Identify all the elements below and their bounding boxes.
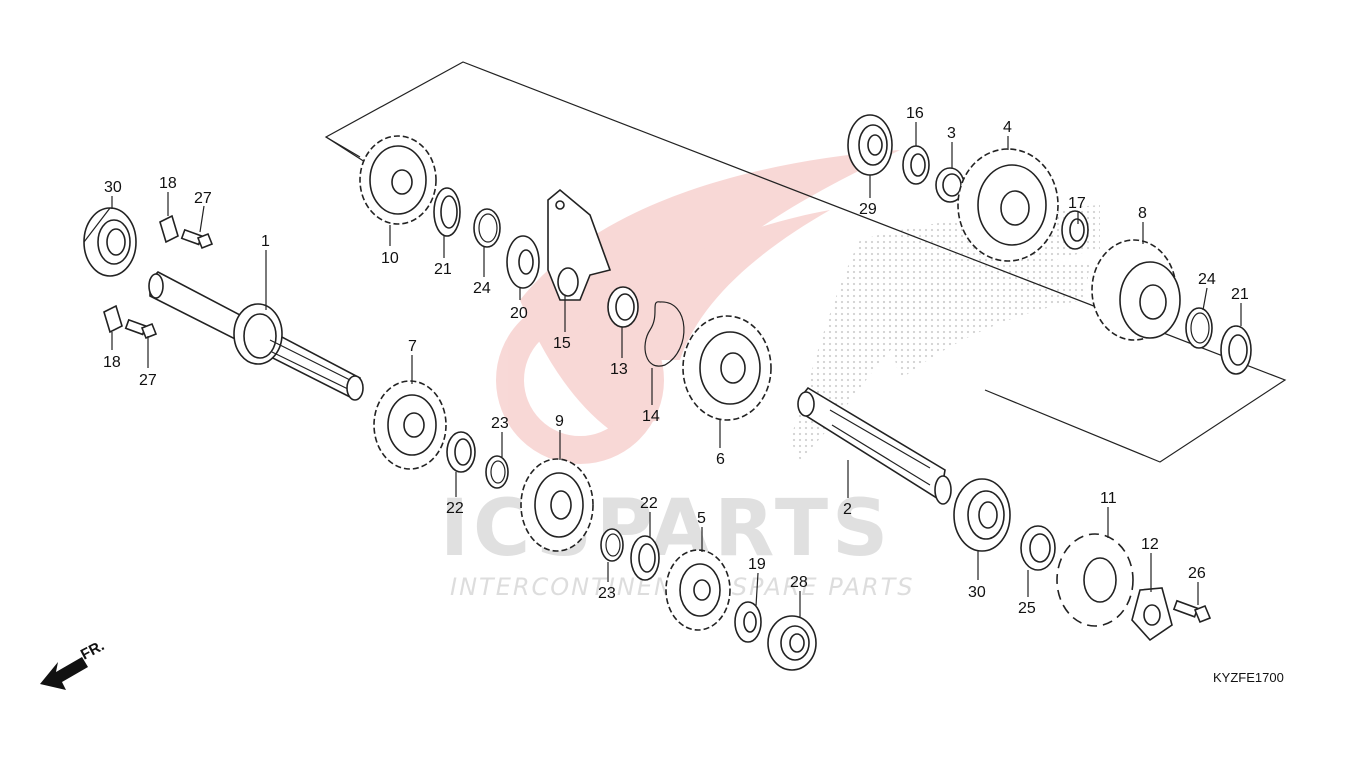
part-29-bearing: [847, 114, 893, 176]
part-14-clip: [644, 301, 685, 367]
part-2-countershaft: [797, 386, 952, 505]
part-22-washer-lower: [630, 535, 660, 581]
callout-27-upper: 27: [194, 190, 212, 207]
part-30-bearing: [83, 207, 137, 277]
part-3-bushing: [935, 167, 965, 203]
callout-26: 26: [1188, 565, 1206, 582]
part-20-washer: [506, 235, 540, 289]
callout-30-left: 30: [104, 179, 122, 196]
callout-27-lower: 27: [139, 372, 157, 389]
part-21-washer-right: [1220, 325, 1252, 375]
part-1-mainshaft: [148, 271, 364, 401]
diagram-code: KYZFE1700: [1213, 670, 1284, 685]
part-23-circlip-lower: [600, 528, 624, 562]
callout-23-upper: 23: [491, 415, 509, 432]
part-22-washer-left: [446, 431, 476, 473]
part-24-circlip-right: [1185, 307, 1213, 349]
callout-24-right: 24: [1198, 271, 1216, 288]
callout-1: 1: [261, 233, 270, 250]
part-16-washer: [902, 145, 930, 185]
part-27-bolt-lower: [124, 318, 158, 340]
part-13-collar: [607, 286, 639, 328]
part-10-gear: [359, 135, 437, 225]
callout-2: 2: [843, 501, 852, 518]
part-21-washer-left: [433, 187, 461, 237]
callout-22-left: 22: [446, 500, 464, 517]
callout-14: 14: [642, 408, 660, 425]
callout-25: 25: [1018, 600, 1036, 617]
part-25-oil-seal: [1020, 525, 1056, 571]
part-27-bolt-upper: [180, 228, 214, 250]
part-15-plate: [547, 188, 612, 301]
callout-24-left: 24: [473, 280, 491, 297]
callout-18-upper: 18: [159, 175, 177, 192]
callout-15: 15: [553, 335, 571, 352]
callout-29: 29: [859, 201, 877, 218]
callout-19: 19: [748, 556, 766, 573]
callout-5: 5: [697, 510, 706, 527]
callout-21-right: 21: [1231, 286, 1249, 303]
callout-16: 16: [906, 105, 924, 122]
part-26-bolt: [1172, 599, 1212, 624]
callout-21-left: 21: [434, 261, 452, 278]
watermark-brand: ICSPARTS: [440, 484, 892, 574]
part-4-gear: [957, 148, 1059, 262]
callout-20: 20: [510, 305, 528, 322]
callout-8: 8: [1138, 205, 1147, 222]
assembly-frame-tick: [325, 136, 366, 163]
callout-30-right: 30: [968, 584, 986, 601]
callout-28: 28: [790, 574, 808, 591]
callout-numbers: 30 18 27 18 27 1 10 21 24 20 15 13 14 7 …: [103, 105, 1249, 617]
part-28-bearing: [767, 615, 817, 671]
part-23-circlip-upper: [485, 455, 509, 489]
callout-12: 12: [1141, 536, 1159, 553]
callout-4: 4: [1003, 119, 1012, 136]
part-9-gear: [520, 458, 594, 552]
part-18-plate-lower: [103, 304, 123, 334]
leader-lines: [111, 122, 1242, 618]
callout-18-lower: 18: [103, 354, 121, 371]
callout-22-lower: 22: [640, 495, 658, 512]
callout-10: 10: [381, 250, 399, 267]
callout-11: 11: [1100, 490, 1117, 507]
part-5-gear: [665, 549, 731, 631]
part-7-gear: [373, 380, 447, 470]
part-17-washer: [1061, 210, 1089, 250]
part-30-bearing-right: [953, 478, 1011, 552]
part-6-gear: [682, 315, 772, 421]
callout-7: 7: [408, 338, 417, 355]
front-direction-arrow: FR.: [40, 637, 107, 690]
part-12-fixing-plate: [1131, 587, 1173, 642]
part-18-plate-upper: [159, 214, 179, 244]
arrow-left-icon: [40, 657, 88, 690]
callout-6: 6: [716, 451, 725, 468]
callout-9: 9: [555, 413, 564, 430]
callout-3: 3: [947, 125, 956, 142]
callout-23-lower: 23: [598, 585, 616, 602]
callout-13: 13: [610, 361, 628, 378]
callout-17: 17: [1068, 195, 1086, 212]
part-11-sprocket: [1056, 533, 1134, 627]
part-24-circlip-left: [473, 208, 501, 248]
part-19-washer: [734, 601, 762, 643]
honda-wing-watermark: [790, 205, 1100, 460]
part-8-gear: [1091, 239, 1181, 341]
